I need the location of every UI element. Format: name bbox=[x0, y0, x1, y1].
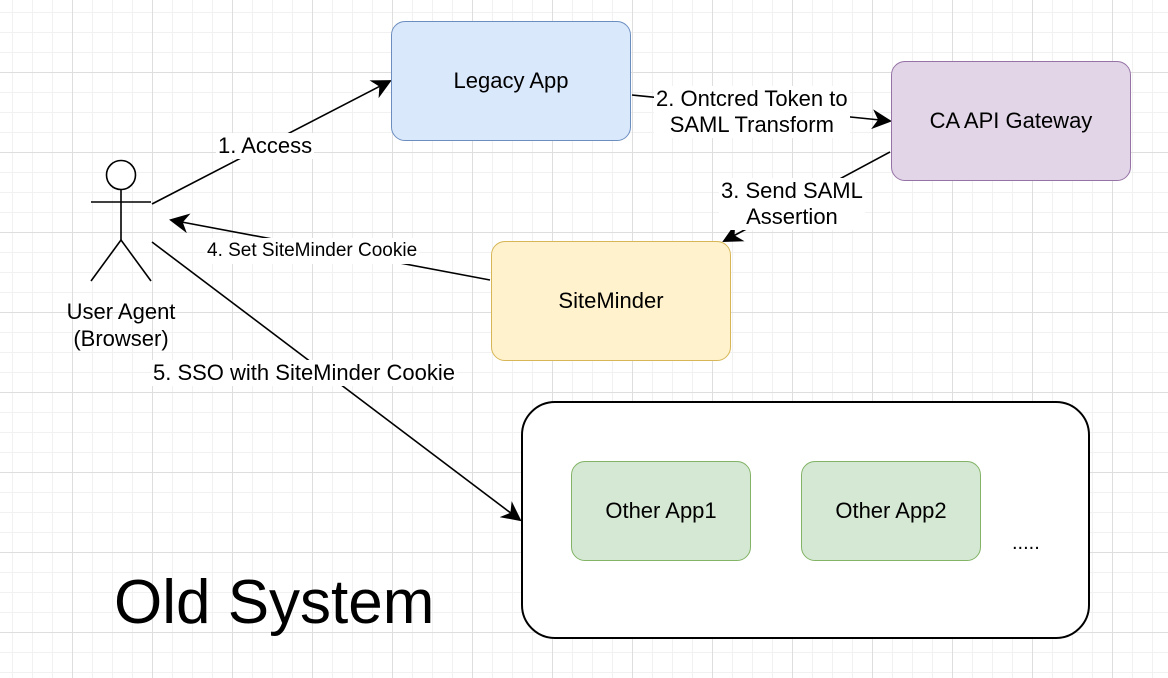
user-agent-caption-line1: User Agent bbox=[66, 299, 176, 324]
ca-api-gateway-node[interactable]: CA API Gateway bbox=[891, 61, 1131, 181]
user-agent-actor-icon bbox=[90, 159, 152, 282]
other-app2-label: Other App2 bbox=[835, 498, 947, 523]
other-app1-node[interactable]: Other App1 bbox=[571, 461, 751, 561]
other-app1-label: Other App1 bbox=[605, 498, 717, 523]
edge-token-transform-label: 2. Ontcred Token to SAML Transform bbox=[654, 86, 850, 138]
user-agent-caption: User Agent (Browser) bbox=[58, 298, 184, 352]
legacy-app-label: Legacy App bbox=[453, 68, 569, 93]
diagram-title: Old System bbox=[114, 568, 435, 637]
siteminder-label: SiteMinder bbox=[558, 288, 664, 313]
edge-set-cookie-label: 4. Set SiteMinder Cookie bbox=[205, 238, 420, 264]
legacy-app-node[interactable]: Legacy App bbox=[391, 21, 631, 141]
siteminder-node[interactable]: SiteMinder bbox=[491, 241, 731, 361]
edge-send-saml-line2: Assertion bbox=[746, 204, 838, 229]
other-app2-node[interactable]: Other App2 bbox=[801, 461, 981, 561]
edge-token-transform-line1: 2. Ontcred Token to bbox=[656, 86, 848, 111]
edge-sso-label: 5. SSO with SiteMinder Cookie bbox=[151, 360, 458, 386]
edge-send-saml-label: 3. Send SAML Assertion bbox=[719, 178, 865, 230]
more-apps-ellipsis: ..... bbox=[1012, 532, 1040, 554]
ca-api-gateway-label: CA API Gateway bbox=[929, 108, 1093, 133]
edge-token-transform-line2: SAML Transform bbox=[669, 112, 834, 137]
edge-send-saml-line1: 3. Send SAML bbox=[721, 178, 863, 203]
user-agent-caption-line2: (Browser) bbox=[73, 326, 169, 351]
edge-access-label: 1. Access bbox=[216, 133, 315, 159]
